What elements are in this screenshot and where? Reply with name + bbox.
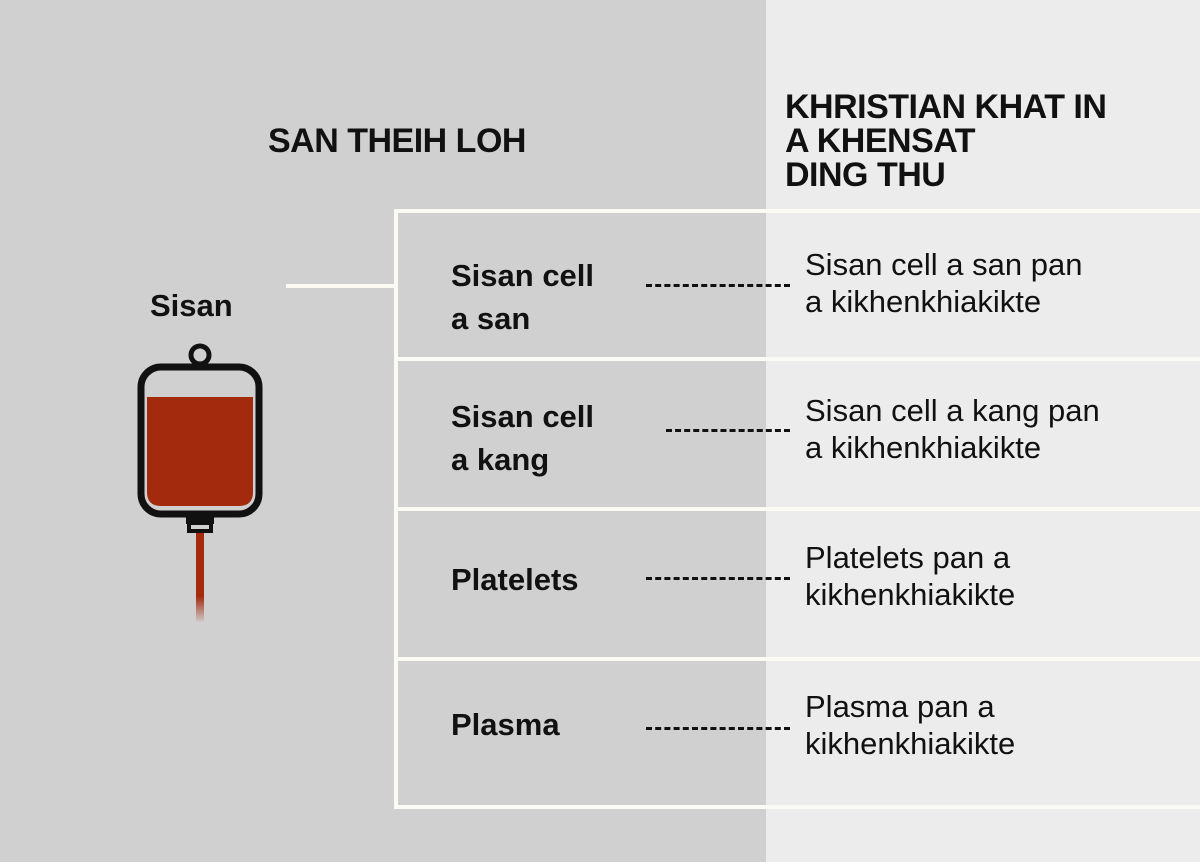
table-row: Platelets Platelets pan a kikhenkhiakikt… [394,511,1200,657]
component-label: Platelets [451,562,579,597]
component-label: Sisan cell a san [451,258,595,336]
left-column-heading: SAN THEIH LOH [268,122,526,160]
description-text: Plasma pan a kikhenkhiakikte [805,689,1016,761]
left-panel-background [0,0,766,862]
bag-tube [196,533,204,623]
dash-connector [646,727,790,730]
table-row: Sisan cell a san Sisan cell a san pan a … [394,213,1200,359]
bag-port-top [186,516,214,524]
dash-connector [666,429,790,432]
bag-port-body [187,521,213,533]
table-row: Plasma Plasma pan a kikhenkhiakikte [394,661,1200,805]
table-row: Sisan cell a kang Sisan cell a kang pan … [394,361,1200,507]
bag-blood-fill [147,397,253,506]
blood-components-table: Sisan cell a san Sisan cell a san pan a … [394,209,1200,809]
blood-to-table-connector [286,284,396,288]
dash-connector [646,577,790,580]
right-column-heading: KHRISTIAN KHAT IN A KHENSAT DING THU [785,88,1107,194]
description-text: Sisan cell a san pan a kikhenkhiakikte [805,247,1083,319]
dash-connector [646,284,790,287]
bag-hanger-ring [188,343,212,367]
row-divider-top [394,209,1200,213]
row-divider [394,507,1200,511]
description-text: Platelets pan a kikhenkhiakikte [805,540,1016,612]
component-label: Sisan cell a kang [451,399,595,477]
description-text: Sisan cell a kang pan a kikhenkhiakikte [805,393,1100,465]
component-label: Plasma [451,707,560,742]
row-divider [394,357,1200,361]
blood-bag-icon [130,342,270,637]
blood-label: Sisan [150,288,233,323]
row-divider-bottom [394,805,1200,809]
row-divider [394,657,1200,661]
right-panel-background [766,0,1200,862]
